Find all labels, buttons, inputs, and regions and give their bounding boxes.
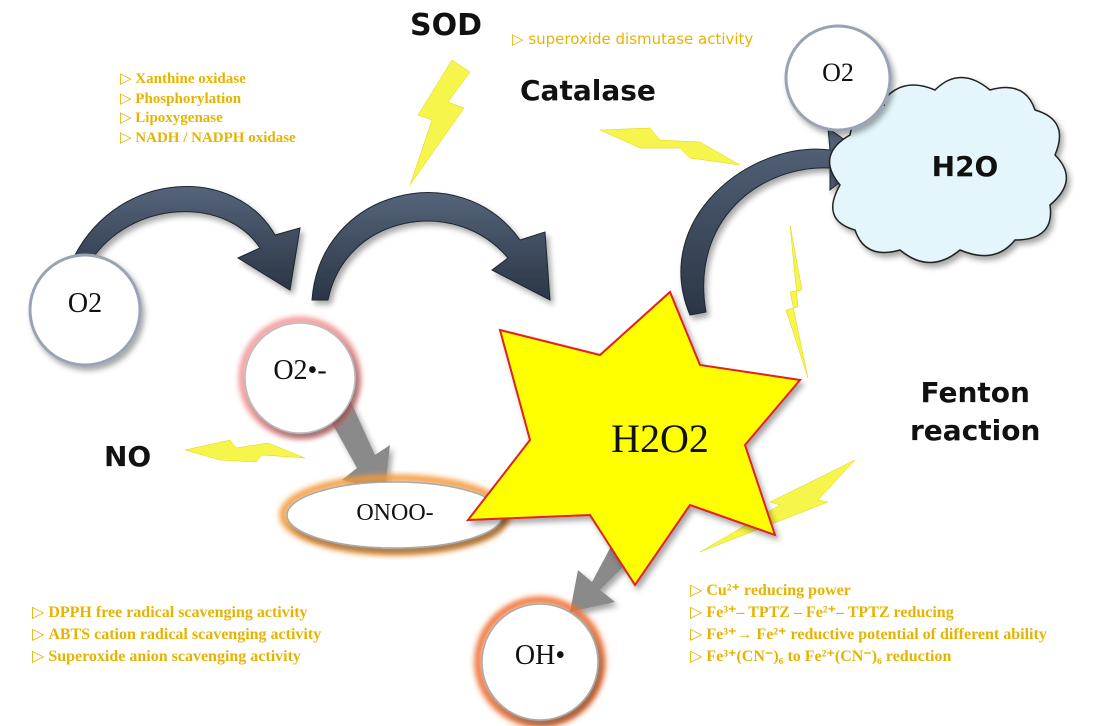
superoxide-circle <box>244 322 356 434</box>
bolt-fenton-top <box>785 224 809 379</box>
sod-label: SOD <box>410 8 483 43</box>
list-item: Fe³⁺(CN⁻)₆ to Fe²⁺(CN⁻)₆ reduction <box>690 646 1047 668</box>
fenton-label: Fenton reaction <box>910 374 1040 450</box>
bolt-catalase <box>599 127 741 166</box>
bolt-sod <box>409 59 471 186</box>
water-text: H2O <box>931 150 999 183</box>
list-item: Superoxide anion scavenging activity <box>32 646 321 668</box>
bolt-fenton-low <box>699 459 856 553</box>
fenton-line2: reaction <box>910 414 1041 447</box>
bolt-no <box>184 439 306 463</box>
superoxide-text: O2•- <box>273 355 327 386</box>
fenton-line1: Fenton <box>920 376 1030 409</box>
o2-right-circle <box>784 24 892 132</box>
sod-note: superoxide dismutase activity <box>512 30 753 48</box>
peroxide-text: H2O2 <box>611 416 709 461</box>
o2-left-text: O2 <box>67 288 103 319</box>
peroxynitrite-text: ONOO- <box>356 500 434 526</box>
list-item: Cu²⁺ reducing power <box>690 580 1047 602</box>
hydroxyl-circle <box>481 603 599 721</box>
scavenging-list: DPPH free radical scavenging activity AB… <box>32 602 321 668</box>
list-item: Fe³⁺→ Fe²⁺ reductive potential of differ… <box>690 624 1047 646</box>
o2-right-text: O2 <box>822 58 854 87</box>
list-item: Phosphorylation <box>120 90 296 110</box>
lightning-bolts <box>184 59 856 553</box>
list-item: Fe³⁺– TPTZ – Fe²⁺– TPTZ reducing <box>690 602 1047 624</box>
list-item: ABTS cation radical scavenging activity <box>32 624 321 646</box>
arrow-o2-to-superoxide <box>74 186 301 291</box>
water-cloud <box>828 76 1068 264</box>
ros-sources-list: Xanthine oxidase Phosphorylation Lipoxyg… <box>120 70 296 149</box>
o2-left-circle <box>28 253 142 367</box>
list-item: DPPH free radical scavenging activity <box>32 602 321 624</box>
catalase-label: Catalase <box>520 74 656 107</box>
peroxide-star <box>465 290 802 587</box>
list-item: Lipoxygenase <box>120 109 296 129</box>
reaction-arrows <box>74 126 871 316</box>
reducing-list: Cu²⁺ reducing power Fe³⁺– TPTZ – Fe²⁺– T… <box>690 580 1047 668</box>
hydroxyl-text: OH• <box>514 640 566 671</box>
list-item: NADH / NADPH oxidase <box>120 129 295 149</box>
no-label: NO <box>104 440 152 473</box>
arrow-superoxide-to-h2o2 <box>311 192 551 301</box>
list-item: Xanthine oxidase <box>120 70 296 90</box>
